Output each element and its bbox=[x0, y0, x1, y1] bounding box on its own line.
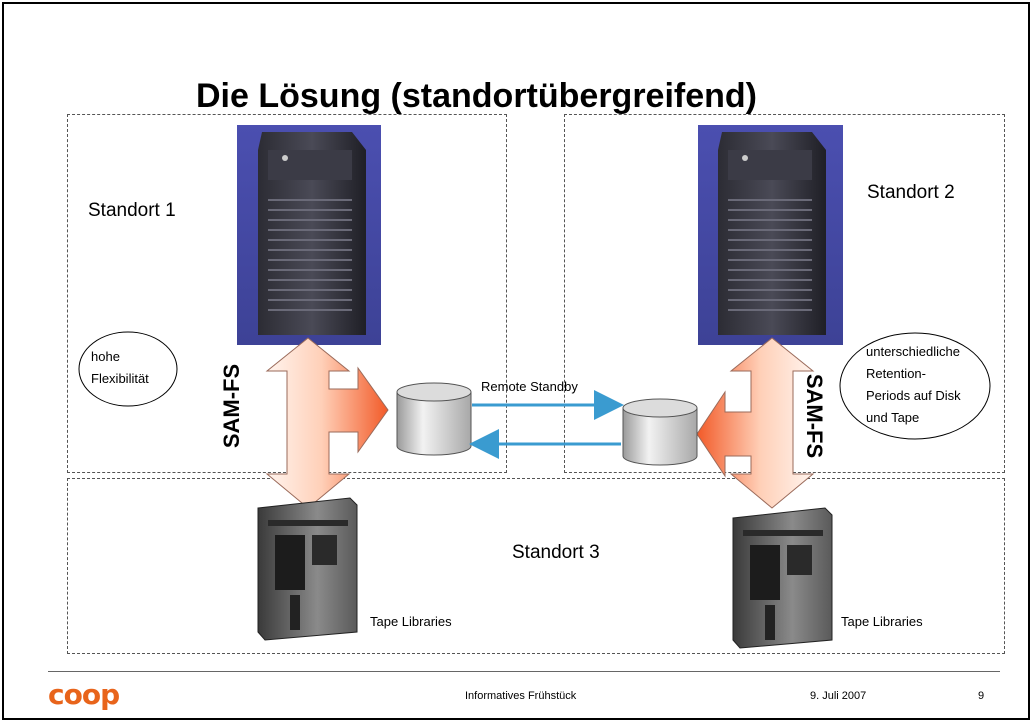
note-right-text: unterschiedliche Retention- Periods auf … bbox=[866, 341, 961, 429]
samfs-arrow-left bbox=[265, 337, 389, 509]
note-right-line-4: und Tape bbox=[866, 410, 920, 425]
footer-divider bbox=[48, 671, 1000, 672]
footer-date: 9. Juli 2007 bbox=[810, 690, 867, 702]
site-3-zone bbox=[67, 478, 1005, 654]
tape-library-1-image bbox=[257, 497, 358, 641]
tape-library-1-label: Tape Libraries bbox=[370, 614, 452, 629]
note-right-ellipse bbox=[839, 332, 991, 440]
disk-cylinder-2 bbox=[622, 398, 698, 466]
footer-center-text: Informatives Frühstück bbox=[465, 690, 577, 702]
note-right-line-3: Periods auf Disk bbox=[866, 388, 961, 403]
coop-logo: coop bbox=[48, 678, 120, 711]
server-2-image bbox=[698, 125, 843, 345]
slide-title: Die Lösung (standortübergreifend) bbox=[196, 77, 757, 115]
samfs-label-right: SAM-FS bbox=[802, 373, 827, 459]
tape-library-2-label: Tape Libraries bbox=[841, 614, 923, 629]
note-left-line-1: hohe bbox=[91, 349, 120, 364]
note-left-line-2: Flexibilität bbox=[91, 371, 149, 386]
server-1-image bbox=[237, 125, 381, 345]
note-right-line-2: Retention- bbox=[866, 366, 926, 381]
site-2-label: Standort 2 bbox=[867, 182, 955, 203]
note-left-text: hohe Flexibilität bbox=[91, 346, 149, 390]
site-3-label: Standort 3 bbox=[512, 542, 600, 563]
samfs-arrow-right bbox=[696, 337, 815, 509]
replication-label: Remote Standby bbox=[481, 379, 578, 394]
note-right-line-1: unterschiedliche bbox=[866, 344, 960, 359]
disk-cylinder-1 bbox=[396, 382, 472, 456]
note-left-ellipse bbox=[78, 331, 178, 407]
page-number: 9 bbox=[978, 690, 985, 702]
tape-library-2-image bbox=[732, 507, 833, 649]
samfs-label-left: SAM-FS bbox=[219, 363, 244, 449]
site-1-label: Standort 1 bbox=[88, 200, 176, 221]
